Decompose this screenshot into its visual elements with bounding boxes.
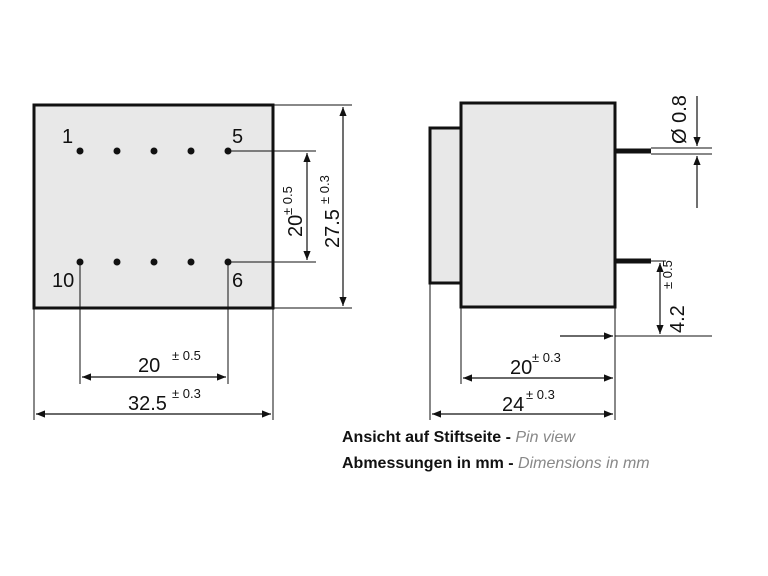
pin (187, 147, 195, 155)
dim-side-body-value: 20 (510, 357, 532, 379)
dim-pin-span-h-value: 20 (138, 355, 160, 377)
pin-label-5: 5 (232, 126, 243, 148)
pin-view-body (32, 103, 275, 310)
extension-lines (33, 104, 352, 420)
pin-label-1: 1 (62, 126, 73, 148)
side-view-body (459, 101, 617, 309)
caption-line-1: Ansicht auf Stiftseite - Pin view (342, 429, 575, 447)
pin-label-10: 10 (52, 270, 74, 292)
caption-pin-view-de: Ansicht auf Stiftseite (342, 429, 502, 446)
dim-height-tol: ± 0.3 (317, 175, 332, 204)
caption-line-2: Abmessungen in mm - Dimensions in mm (342, 455, 650, 473)
dim-side-total-value: 24 (502, 394, 524, 416)
pin-label-6: 6 (232, 270, 243, 292)
pin (187, 258, 195, 266)
pin (76, 147, 84, 155)
dim-width-value: 32.5 (128, 393, 167, 415)
caption-separator: - (503, 455, 519, 472)
pin-view: 1 5 10 6 20 ± 0.5 27.5 ± 0.3 (32, 103, 352, 420)
dim-pin-pitch-v-tol: ± 0.5 (280, 186, 295, 215)
dim-pin-length-tol: ± 0.5 (660, 260, 675, 289)
pin (113, 147, 121, 155)
dim-pin-pitch-v-value: 20 (285, 215, 307, 237)
dim-side-total-tol: ± 0.3 (526, 387, 555, 402)
caption-dimensions-de: Abmessungen in mm (342, 455, 504, 472)
dim-pin-length-value: 4.2 (667, 305, 689, 333)
caption-pin-view-en: Pin view (515, 429, 575, 446)
side-extension-lines (429, 147, 712, 420)
pin (150, 258, 158, 266)
pin (150, 147, 158, 155)
caption-dimensions-en: Dimensions in mm (518, 455, 650, 472)
caption-separator: - (501, 429, 516, 446)
dim-pin-diameter-value: Ø 0.8 (669, 95, 691, 144)
dim-width-tol: ± 0.3 (172, 386, 201, 401)
side-view: Ø 0.8 4.2 ± 0.5 20 ± 0.3 24 ± 0.3 (428, 95, 712, 420)
dim-side-body-tol: ± 0.3 (532, 350, 561, 365)
side-view-flange (428, 126, 463, 285)
dim-pin-span-h-tol: ± 0.5 (172, 348, 201, 363)
dim-height-value: 27.5 (322, 209, 344, 248)
pin (113, 258, 121, 266)
